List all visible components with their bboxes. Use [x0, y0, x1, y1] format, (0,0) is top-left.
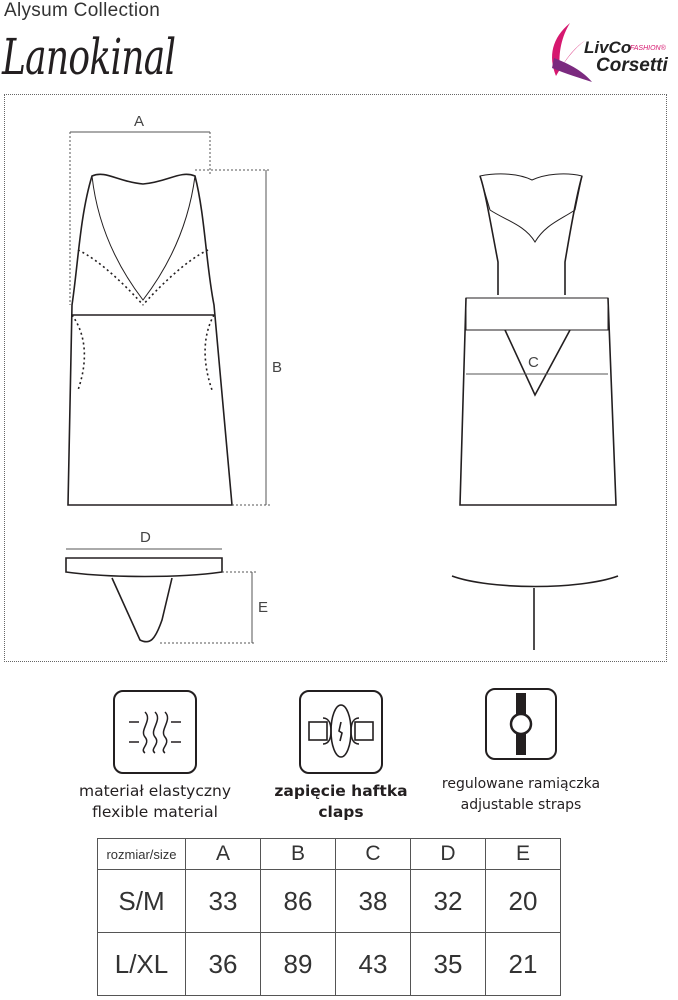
diagram-frame [4, 94, 667, 662]
svg-text:LivCo: LivCo [584, 38, 631, 57]
garment-diagrams: A B C D E [65, 113, 619, 650]
header-c: C [335, 838, 411, 870]
model-name: Lanokinal [2, 28, 176, 86]
feature-label-pl: zapięcie haftka [274, 782, 408, 800]
brand-logo: LivCo FASHION® Corsetti [540, 18, 678, 84]
svg-text:FASHION®: FASHION® [630, 44, 667, 52]
header-e: E [485, 838, 561, 870]
feature-clasp: zapięcie haftka claps [241, 690, 441, 823]
dimension-label-e: E [258, 599, 268, 616]
feature-adjustable-straps: regulowane ramiączka adjustable straps [421, 688, 621, 816]
feature-label-pl: regulowane ramiączka [441, 776, 601, 792]
table-header-row: rozmiar/size A B C D E [97, 838, 561, 870]
header-a: A [185, 838, 261, 870]
feature-label-en: adjustable straps [460, 797, 582, 813]
header-size: rozmiar/size [97, 838, 186, 870]
collection-name: Alysum Collection [4, 0, 161, 21]
dimension-label-d: D [140, 529, 151, 546]
clasp-icon [299, 690, 383, 774]
value-cell: 35 [410, 932, 486, 996]
back-thong-drawing [451, 575, 619, 650]
front-thong-drawing [65, 548, 256, 644]
size-table: rozmiar/size A B C D E S/M 33 86 38 32 2… [97, 838, 561, 996]
size-cell: S/M [97, 869, 186, 933]
table-row: S/M 33 86 38 32 20 [97, 869, 561, 933]
value-cell: 86 [260, 869, 336, 933]
value-cell: 32 [410, 869, 486, 933]
value-cell: 38 [335, 869, 411, 933]
wavy-lines-icon [113, 690, 197, 774]
value-cell: 36 [185, 932, 261, 996]
value-cell: 21 [485, 932, 561, 996]
feature-label-en: claps [318, 803, 364, 821]
strap-adjuster-icon [485, 688, 557, 760]
feature-flexible-material: materiał elastyczny flexible material [55, 690, 255, 823]
header-b: B [260, 838, 336, 870]
feature-label-en: flexible material [92, 803, 218, 821]
dimension-label-a: A [134, 113, 144, 130]
feature-label-pl: materiał elastyczny [78, 782, 232, 800]
value-cell: 20 [485, 869, 561, 933]
back-chemise-drawing [459, 173, 617, 506]
dimension-label-b: B [272, 359, 282, 376]
table-row: L/XL 36 89 43 35 21 [97, 932, 561, 996]
svg-text:Corsetti: Corsetti [596, 55, 669, 76]
value-cell: 89 [260, 932, 336, 996]
dimension-label-c: C [528, 354, 539, 371]
value-cell: 43 [335, 932, 411, 996]
front-chemise-drawing [67, 173, 233, 506]
value-cell: 33 [185, 869, 261, 933]
header-d: D [410, 838, 486, 870]
size-cell: L/XL [97, 932, 186, 996]
